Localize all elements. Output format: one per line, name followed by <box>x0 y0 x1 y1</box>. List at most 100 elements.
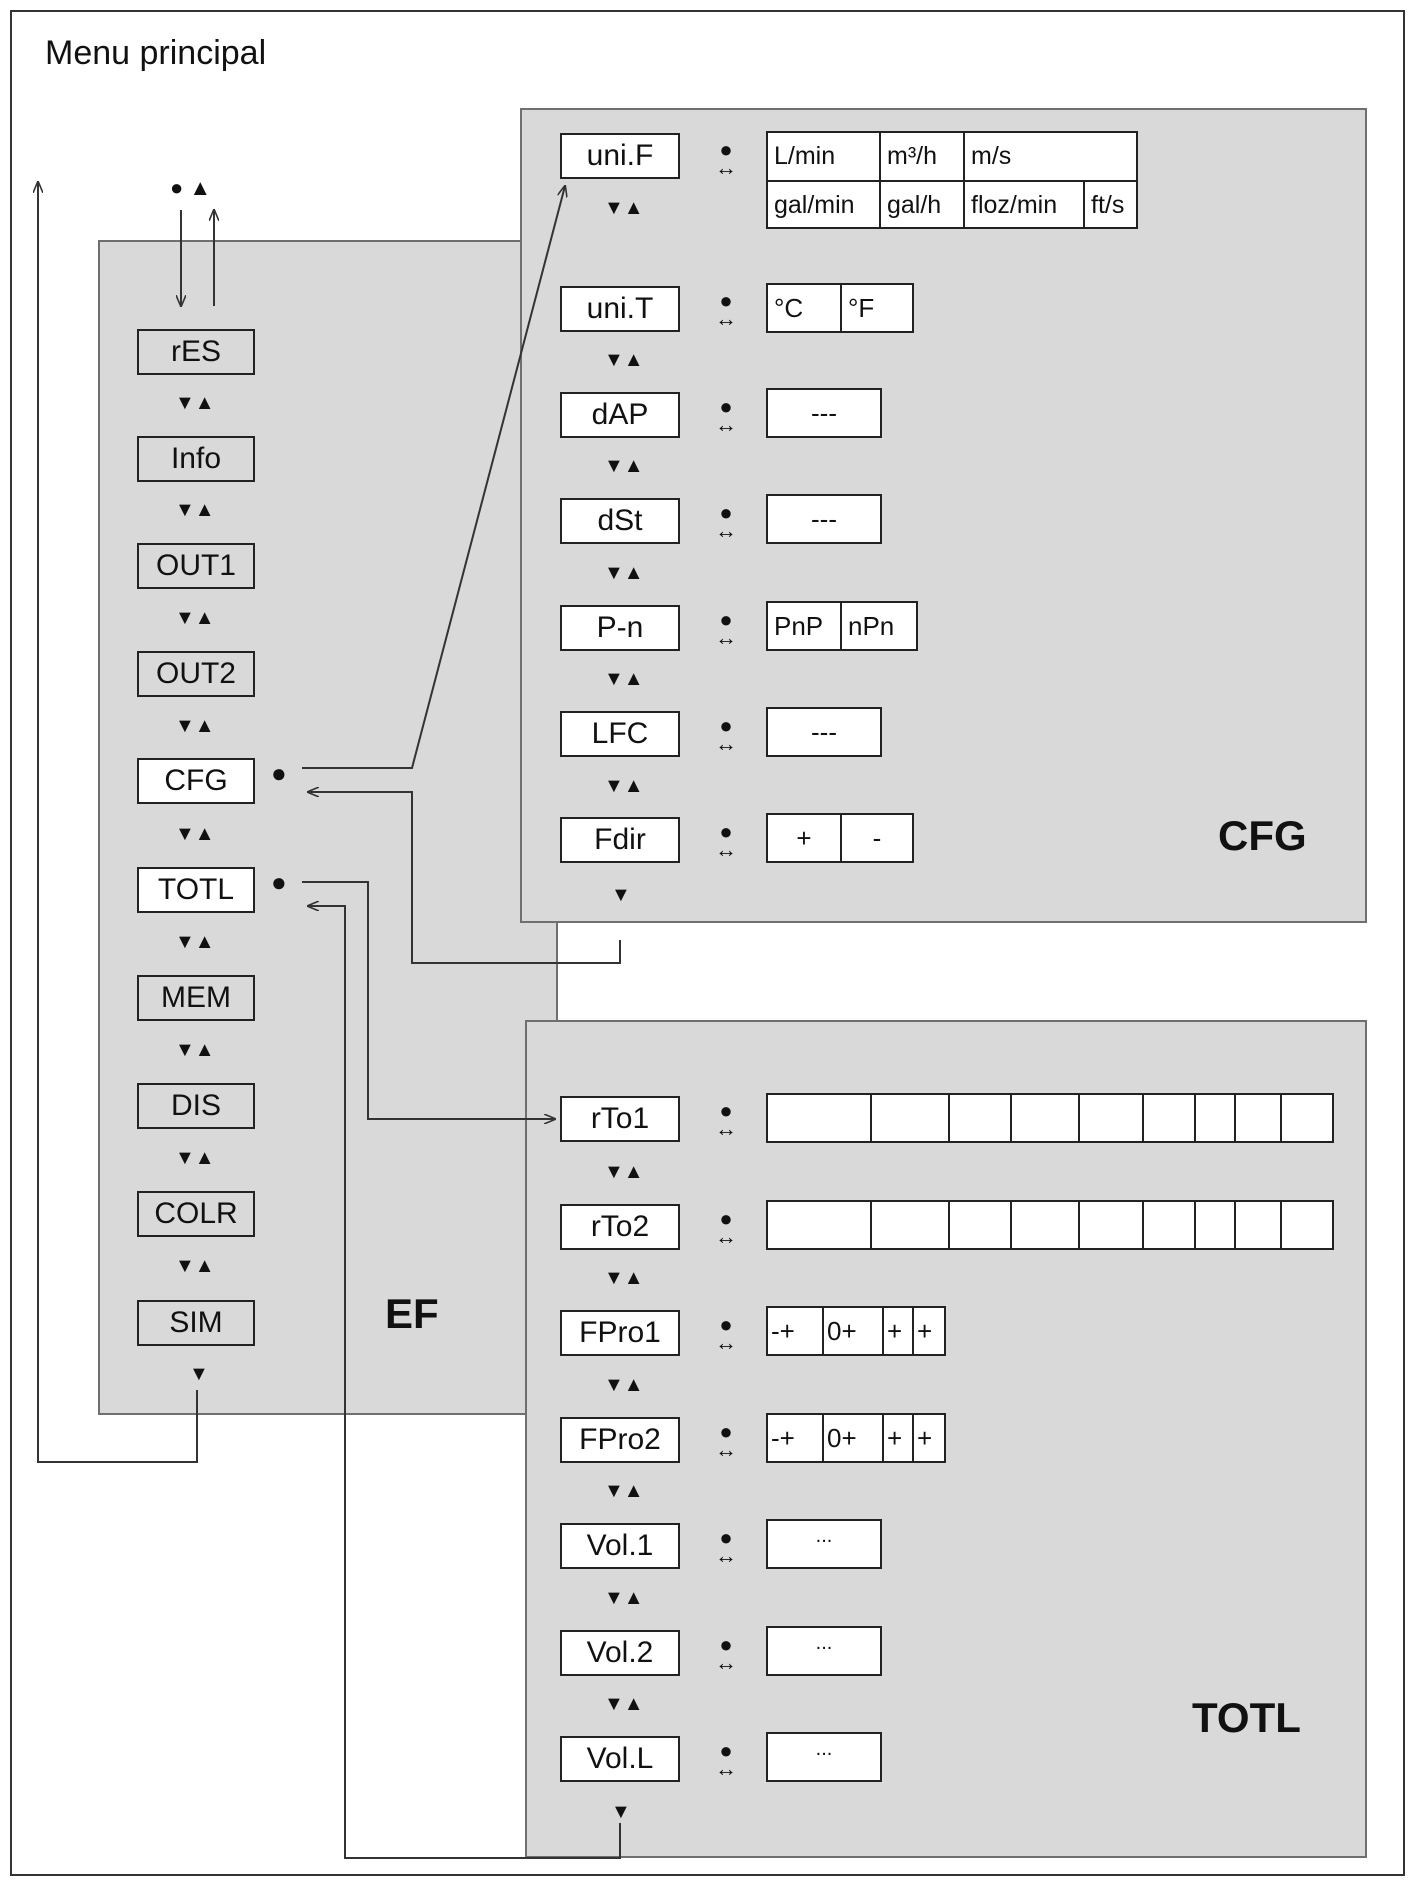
nav-arrows: ▼▲ <box>604 197 644 219</box>
vol1-value-box[interactable]: ... <box>766 1519 882 1569</box>
fpro-option[interactable]: + <box>884 1308 914 1354</box>
fpro-option[interactable]: 0+ <box>824 1308 884 1354</box>
select-symbol: ●↔ <box>715 1098 737 1141</box>
menu-item-res[interactable]: rES <box>137 329 255 375</box>
rto-option[interactable] <box>950 1202 1012 1248</box>
menu-item-colr[interactable]: COLR <box>137 1191 255 1237</box>
rto-option[interactable] <box>1282 1095 1332 1141</box>
rto-option[interactable] <box>1012 1095 1080 1141</box>
nav-arrows: ▼▲ <box>604 349 644 371</box>
select-symbol: ●↔ <box>715 288 737 331</box>
dap-value-box[interactable]: --- <box>766 388 882 438</box>
menu-item-cfg[interactable]: CFG <box>137 758 255 804</box>
rto-option[interactable] <box>872 1095 950 1141</box>
select-symbol: ●↔ <box>715 1632 737 1675</box>
rto-option[interactable] <box>768 1095 872 1141</box>
arrow-totl-to-rto1 <box>302 881 555 1119</box>
rto-option[interactable] <box>1144 1095 1196 1141</box>
select-symbol: ●↔ <box>715 137 737 180</box>
lfc-value-box[interactable]: --- <box>766 707 882 757</box>
rto-option[interactable] <box>1282 1202 1332 1248</box>
unif-option[interactable]: ft/s <box>1091 191 1125 219</box>
enter-dot-cfg: ● <box>271 758 287 788</box>
cfg-item-dst[interactable]: dSt <box>560 498 680 544</box>
rto-option[interactable] <box>1144 1202 1196 1248</box>
fpro1-options: -+ 0+ + + <box>766 1306 946 1356</box>
unif-option[interactable]: gal/min <box>768 182 881 229</box>
rto-option[interactable] <box>1080 1095 1144 1141</box>
cfg-item-dap[interactable]: dAP <box>560 392 680 438</box>
select-symbol: ●↔ <box>715 607 737 650</box>
fdir-option[interactable]: + <box>768 815 842 861</box>
nav-arrows: ▼▲ <box>175 715 215 737</box>
unit-option[interactable]: °C <box>768 285 842 331</box>
rto-option[interactable] <box>872 1202 950 1248</box>
unit-options: °C °F <box>766 283 914 333</box>
rto-option[interactable] <box>1196 1095 1236 1141</box>
rto1-options <box>766 1093 1334 1143</box>
fpro-option[interactable]: + <box>917 1422 933 1453</box>
menu-item-out1[interactable]: OUT1 <box>137 543 255 589</box>
dst-value-box[interactable]: --- <box>766 494 882 544</box>
select-symbol: ●↔ <box>715 1312 737 1355</box>
menu-item-mem[interactable]: MEM <box>137 975 255 1021</box>
totl-item-fpro2[interactable]: FPro2 <box>560 1417 680 1463</box>
select-symbol: ●↔ <box>715 1419 737 1462</box>
fdir-option[interactable]: - <box>872 822 882 853</box>
rto-option[interactable] <box>768 1202 872 1248</box>
down-arrow: ▼ <box>611 884 631 906</box>
totl-item-vol1[interactable]: Vol.1 <box>560 1523 680 1569</box>
rto-option[interactable] <box>1236 1202 1282 1248</box>
cfg-item-unif[interactable]: uni.F <box>560 133 680 179</box>
nav-arrows: ▼▲ <box>604 455 644 477</box>
enter-button-symbol: ● ▲ <box>170 175 212 200</box>
nav-arrows: ▼▲ <box>604 1374 644 1396</box>
rto-option[interactable] <box>1080 1202 1144 1248</box>
unif-options: L/min m³/h m/s gal/min gal/h floz/min ft… <box>766 131 1138 229</box>
totl-item-rto1[interactable]: rTo1 <box>560 1096 680 1142</box>
fpro-option[interactable]: 0+ <box>824 1415 884 1461</box>
unif-option[interactable]: floz/min <box>965 182 1085 229</box>
cfg-item-pn[interactable]: P-n <box>560 605 680 651</box>
rto-option[interactable] <box>950 1095 1012 1141</box>
nav-arrows: ▼▲ <box>175 823 215 845</box>
select-symbol: ●↔ <box>715 713 737 756</box>
cfg-item-unit[interactable]: uni.T <box>560 286 680 332</box>
menu-item-totl[interactable]: TOTL <box>137 867 255 913</box>
unit-option[interactable]: °F <box>848 292 875 323</box>
totl-item-rto2[interactable]: rTo2 <box>560 1204 680 1250</box>
menu-item-dis[interactable]: DIS <box>137 1083 255 1129</box>
nav-arrows: ▼▲ <box>175 499 215 521</box>
totl-item-voll[interactable]: Vol.L <box>560 1736 680 1782</box>
fpro-option[interactable]: + <box>917 1315 933 1346</box>
rto-option[interactable] <box>1196 1202 1236 1248</box>
unif-option[interactable]: m/s <box>971 142 1012 170</box>
down-arrow: ▼ <box>611 1801 631 1823</box>
fpro2-options: -+ 0+ + + <box>766 1413 946 1463</box>
voll-value-box[interactable]: ... <box>766 1732 882 1782</box>
unif-option[interactable]: gal/h <box>881 182 965 229</box>
fpro-option[interactable]: -+ <box>768 1415 824 1461</box>
vol2-value-box[interactable]: ... <box>766 1626 882 1676</box>
menu-item-sim[interactable]: SIM <box>137 1300 255 1346</box>
unif-option[interactable]: L/min <box>768 133 881 180</box>
nav-arrows: ▼▲ <box>604 775 644 797</box>
dap-value: --- <box>811 397 837 428</box>
fpro-option[interactable]: + <box>884 1415 914 1461</box>
menu-item-info[interactable]: Info <box>137 436 255 482</box>
totl-item-vol2[interactable]: Vol.2 <box>560 1630 680 1676</box>
totl-item-fpro1[interactable]: FPro1 <box>560 1310 680 1356</box>
nav-arrows: ▼▲ <box>175 1147 215 1169</box>
nav-arrows: ▼▲ <box>175 392 215 414</box>
cfg-item-lfc[interactable]: LFC <box>560 711 680 757</box>
unif-option[interactable]: m³/h <box>881 133 965 180</box>
pn-option[interactable]: PnP <box>768 603 842 649</box>
rto-option[interactable] <box>1012 1202 1080 1248</box>
nav-arrows: ▼▲ <box>175 1039 215 1061</box>
cfg-item-fdir[interactable]: Fdir <box>560 817 680 863</box>
vol2-value: ... <box>815 1632 833 1654</box>
rto-option[interactable] <box>1236 1095 1282 1141</box>
fpro-option[interactable]: -+ <box>768 1308 824 1354</box>
menu-item-out2[interactable]: OUT2 <box>137 651 255 697</box>
pn-option[interactable]: nPn <box>848 610 895 641</box>
